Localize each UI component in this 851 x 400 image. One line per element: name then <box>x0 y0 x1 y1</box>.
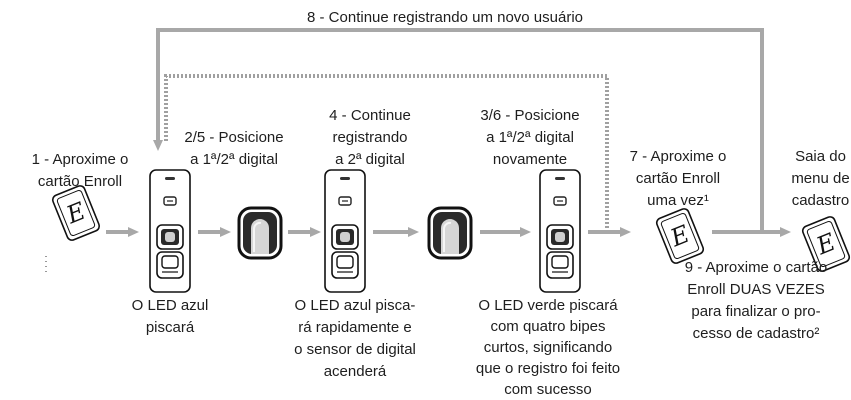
label-line: menu de <box>791 170 850 187</box>
loop-restart-label: 8 - Continue registrando um novo usuário <box>265 7 625 29</box>
note-line: acenderá <box>323 363 387 380</box>
note-line: para finalizar o pro- <box>691 303 821 320</box>
note-line: O LED azul <box>131 297 209 314</box>
label-line: novamente <box>492 151 568 168</box>
note-line: O LED verde piscará <box>478 297 618 314</box>
loop-restart-line <box>153 28 764 232</box>
label-line: 8 - Continue registrando um novo usuário <box>307 9 583 26</box>
label-line: 1 - Aproxime o <box>31 151 129 168</box>
fingerprint-reader-icon <box>539 169 581 293</box>
enroll-card-icon: E <box>655 208 705 264</box>
label-line: a 2ª digital <box>335 151 405 168</box>
label-line: a 1ª/2ª digital <box>486 129 574 146</box>
step-reposition-finger-label: 3/6 - Posicione a 1ª/2ª digital novament… <box>465 105 595 171</box>
loop-repeat-dotted-line <box>164 74 609 232</box>
note-led-green: O LED verde piscará com quatro bipes cur… <box>463 295 633 400</box>
label-line: 4 - Continue <box>329 107 411 124</box>
note-line: O LED azul pisca- <box>294 297 416 314</box>
label-line: cartão Enroll <box>37 173 123 190</box>
enroll-card-icon: E <box>801 216 851 272</box>
label-line: cadastro <box>791 192 850 209</box>
step-approach-card-once-label: 7 - Aproxime o cartão Enroll uma vez¹ <box>616 146 740 212</box>
label-line: 2/5 - Posicione <box>184 129 284 146</box>
finger-on-sensor-icon <box>237 206 283 260</box>
note-line: que o registro foi feito <box>475 360 621 377</box>
note-line: 9 - Aproxime o cartão <box>684 259 828 276</box>
fingerprint-reader-icon <box>149 169 191 293</box>
label-line: cartão Enroll <box>635 170 721 187</box>
note-line: o sensor de digital <box>294 341 416 358</box>
enroll-card-icon: E <box>51 185 101 241</box>
step-position-finger-label: 2/5 - Posicione a 1ª/2ª digital <box>169 127 299 171</box>
label-line: 7 - Aproxime o <box>629 148 727 165</box>
finger-on-sensor-icon <box>427 206 473 260</box>
label-line: 3/6 - Posicione <box>480 107 580 124</box>
label-line: Saia do <box>795 148 846 165</box>
note-line: rá rapidamente e <box>298 319 412 336</box>
fingerprint-reader-icon <box>324 169 366 293</box>
note-led-blue-fast: O LED azul pisca- rá rapidamente e o sen… <box>275 295 435 383</box>
note-approach-twice: 9 - Aproxime o cartão Enroll DUAS VEZES … <box>671 257 841 345</box>
step-approach-card-label: 1 - Aproxime o cartão Enroll <box>15 149 145 193</box>
note-line: cesso de cadastro² <box>692 325 820 342</box>
label-line: a 1ª/2ª digital <box>190 151 278 168</box>
step-continue-enroll-label: 4 - Continue registrando a 2ª digital <box>315 105 425 171</box>
note-line: Enroll DUAS VEZES <box>687 281 825 298</box>
note-line: piscará <box>145 319 195 336</box>
note-line: com quatro bipes <box>490 318 606 335</box>
label-line: registrando <box>332 129 408 146</box>
note-led-blue: O LED azul piscará <box>110 295 230 339</box>
step-exit-menu-label: Saia do menu de cadastro <box>790 146 851 212</box>
note-line: com sucesso <box>504 381 592 398</box>
label-line: uma vez¹ <box>647 192 709 209</box>
note-line: curtos, significando <box>483 339 613 356</box>
